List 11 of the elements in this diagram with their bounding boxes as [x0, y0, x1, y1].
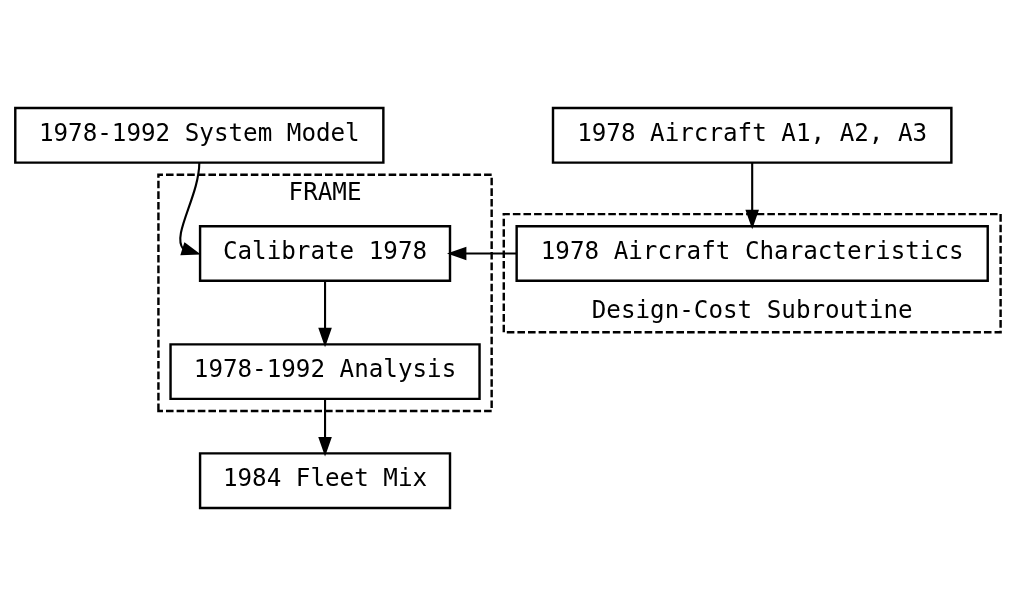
arrow	[447, 246, 517, 260]
node-box: 1984 Fleet Mix	[198, 451, 452, 509]
arrow	[318, 398, 332, 456]
node-box: 1978-1992 System Model	[14, 106, 385, 164]
arrow	[179, 162, 201, 255]
node-box: 1978 Aircraft A1, A2, A3	[551, 106, 953, 164]
arrow	[318, 280, 332, 347]
node-box: 1978-1992 Analysis	[169, 342, 481, 400]
node-box: Calibrate 1978	[198, 224, 452, 282]
node-box: 1978 Aircraft Characteristics	[515, 224, 989, 282]
arrow	[745, 162, 759, 229]
